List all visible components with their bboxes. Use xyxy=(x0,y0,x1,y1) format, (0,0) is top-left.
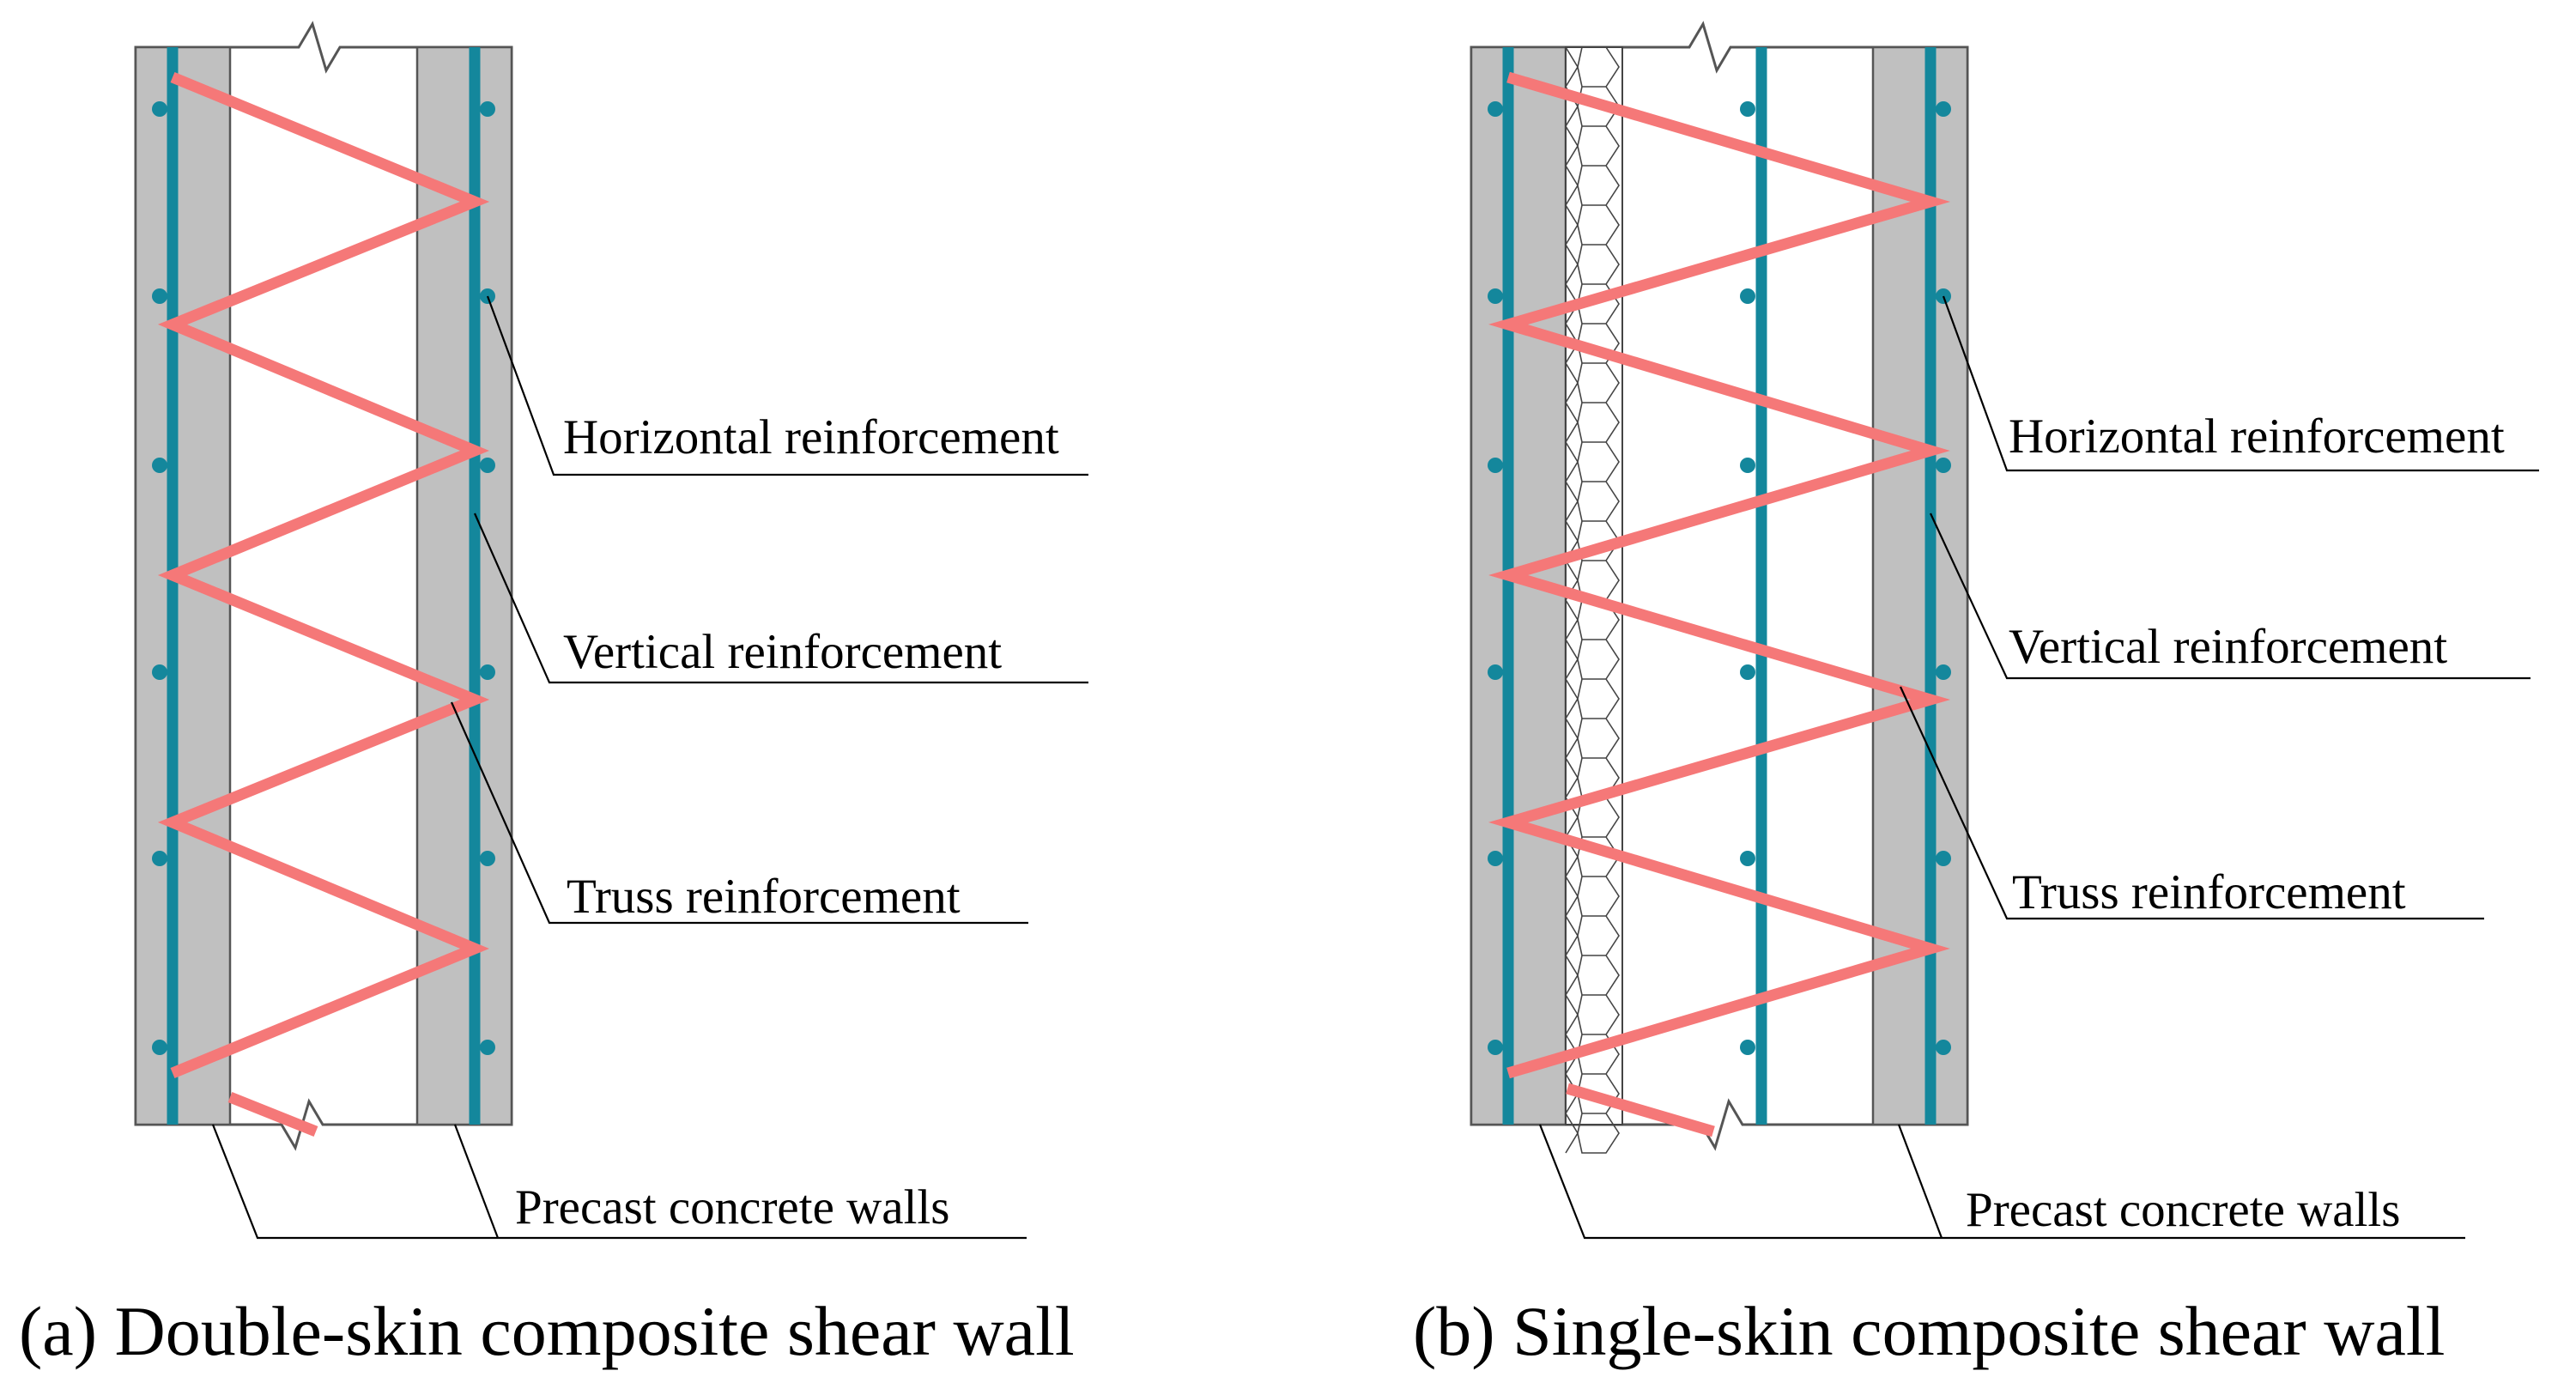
panel-b-truss-label: Truss reinforcement xyxy=(2012,865,2406,919)
horizontal-bar-dot xyxy=(152,458,167,473)
panel-a-vertical-leader xyxy=(473,513,1088,684)
horizontal-bar-dot xyxy=(1488,851,1503,866)
horizontal-bar-dot xyxy=(1488,288,1503,304)
horizontal-bar-dot xyxy=(1936,851,1951,866)
horizontal-bar-dot xyxy=(1488,458,1503,473)
horizontal-bar-dot xyxy=(1936,664,1951,680)
horizontal-bar-dot xyxy=(1740,1040,1755,1055)
horizontal-bar-dot xyxy=(152,1040,167,1055)
horizontal-bar-dot xyxy=(1488,101,1503,117)
panel-b-horizontal-label: Horizontal reinforcement xyxy=(2009,409,2505,464)
horizontal-bar-dot xyxy=(1488,664,1503,680)
panel-a-truss-label: Truss reinforcement xyxy=(567,870,961,924)
panel-a-horizontal-bar-dots xyxy=(152,101,495,1055)
horizontal-bar-dot xyxy=(480,458,495,473)
horizontal-bar-dot xyxy=(480,664,495,680)
panel-b-walls-leader xyxy=(1538,1124,2465,1240)
panel-a-caption: (a) Double-skin composite shear wall xyxy=(19,1292,1075,1370)
horizontal-bar-dot xyxy=(1740,101,1755,117)
horizontal-bar-dot xyxy=(152,101,167,117)
panel-b-walls-label: Precast concrete walls xyxy=(1966,1183,2400,1237)
panel-b-horizontal-leader xyxy=(1942,295,2539,472)
panel-a-wall-section xyxy=(134,21,513,1151)
horizontal-bar-dot xyxy=(152,851,167,866)
horizontal-bar-dot xyxy=(480,101,495,117)
horizontal-bar-dot xyxy=(1740,664,1755,680)
panel-b-leaders xyxy=(1538,295,2539,1240)
horizontal-bar-dot xyxy=(1936,101,1951,117)
panel-a-walls-label: Precast concrete walls xyxy=(515,1180,949,1234)
panel-b-wall-section xyxy=(1470,21,1969,1154)
panel-b-truss-bar-end xyxy=(1566,1083,1715,1137)
panel-b-single-skin: Horizontal reinforcement Vertical reinfo… xyxy=(1413,21,2539,1370)
panel-a-truss-bar-end xyxy=(227,1091,318,1137)
horizontal-bar-dot xyxy=(152,664,167,680)
panel-a-truss-leader xyxy=(450,701,1028,925)
panel-a-walls-leader xyxy=(211,1124,1027,1240)
horizontal-bar-dot xyxy=(1740,288,1755,304)
horizontal-bar-dot xyxy=(480,851,495,866)
horizontal-bar-dot xyxy=(1488,1040,1503,1055)
panel-b-horizontal-bar-dots xyxy=(1488,101,1951,1055)
horizontal-bar-dot xyxy=(1936,458,1951,473)
horizontal-bar-dot xyxy=(1740,458,1755,473)
panel-b-vertical-label: Vertical reinforcement xyxy=(2009,620,2447,674)
panel-a-truss-bar xyxy=(157,71,490,1079)
panel-b-caption: (b) Single-skin composite shear wall xyxy=(1413,1292,2445,1370)
horizontal-bar-dot xyxy=(480,1040,495,1055)
horizontal-bar-dot xyxy=(152,288,167,304)
panel-a-leaders xyxy=(211,295,1088,1240)
panel-b-truss-leader xyxy=(1900,686,2484,920)
horizontal-bar-dot xyxy=(1936,1040,1951,1055)
panel-a-walls-leader-right xyxy=(453,1124,500,1239)
panel-b-truss-bar xyxy=(1488,71,1951,1079)
panel-b-vertical-leader xyxy=(1930,513,2531,680)
panel-a-horizontal-leader xyxy=(486,295,1088,476)
panel-a-left-precast-layer xyxy=(134,45,232,1126)
panel-a-double-skin: Horizontal reinforcement Vertical reinfo… xyxy=(19,21,1088,1370)
panel-a-horizontal-label: Horizontal reinforcement xyxy=(563,410,1059,464)
panel-b-walls-leader-right xyxy=(1897,1124,1943,1239)
panel-a-vertical-label: Vertical reinforcement xyxy=(563,625,1002,679)
horizontal-bar-dot xyxy=(1740,851,1755,866)
